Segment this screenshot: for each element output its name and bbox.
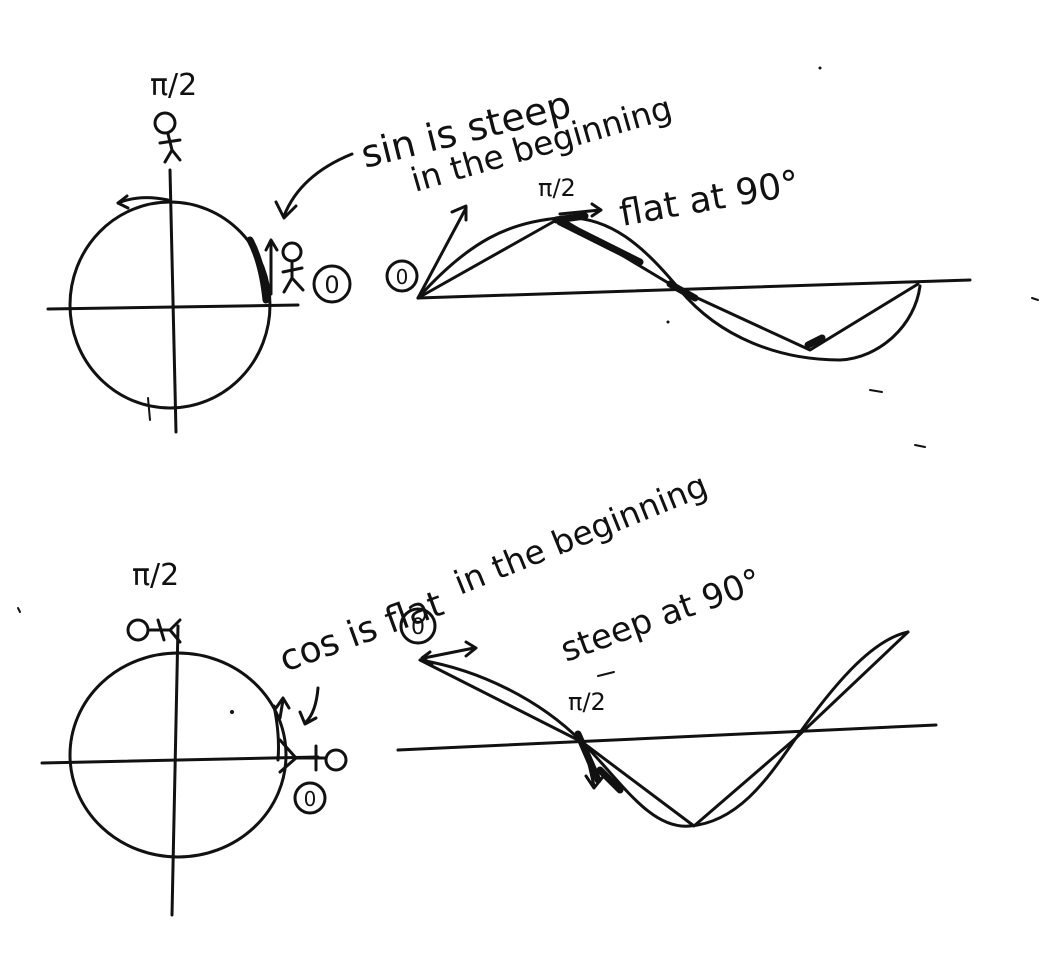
sin-note-peak: flat at 90° [616,163,802,235]
cos-graph: 0 [396,607,938,828]
sin-graph-peak-label: π/2 [538,174,576,202]
cos-circle-top-label: π/2 [132,558,179,593]
sin-top-stick-figure [153,111,182,164]
sin-pointer-arrow [274,152,354,220]
cos-top-marker [126,618,182,644]
cos-note-line2: in the beginning [448,465,712,602]
cos-zero-marker [294,744,348,772]
cos-panel: 0 π/2 cos is flat in the beginning 0 π/2… [17,465,938,917]
sin-graph: 0 [385,202,972,362]
cos-unit-circle [40,624,320,917]
cos-graph-crossing-label: π/2 [568,688,606,716]
cos-graph-zero-label: 0 [411,615,425,640]
cos-circle-zero-label: 0 [304,787,317,811]
cos-note-crossing: steep at 90° [555,561,767,671]
cos-circle-zero-marker: 0 [293,781,327,815]
sin-panel: 0 π/2 sin is steep in the beginning [46,66,1039,448]
sin-circle-zero-marker: 0 [312,264,352,304]
sin-unit-circle [46,168,300,434]
sin-circle-zero-label: 0 [324,271,339,299]
sin-graph-zero-label: 0 [396,265,409,289]
sin-circle-top-label: π/2 [150,68,197,103]
sin-zero-stick-figure [281,241,305,294]
